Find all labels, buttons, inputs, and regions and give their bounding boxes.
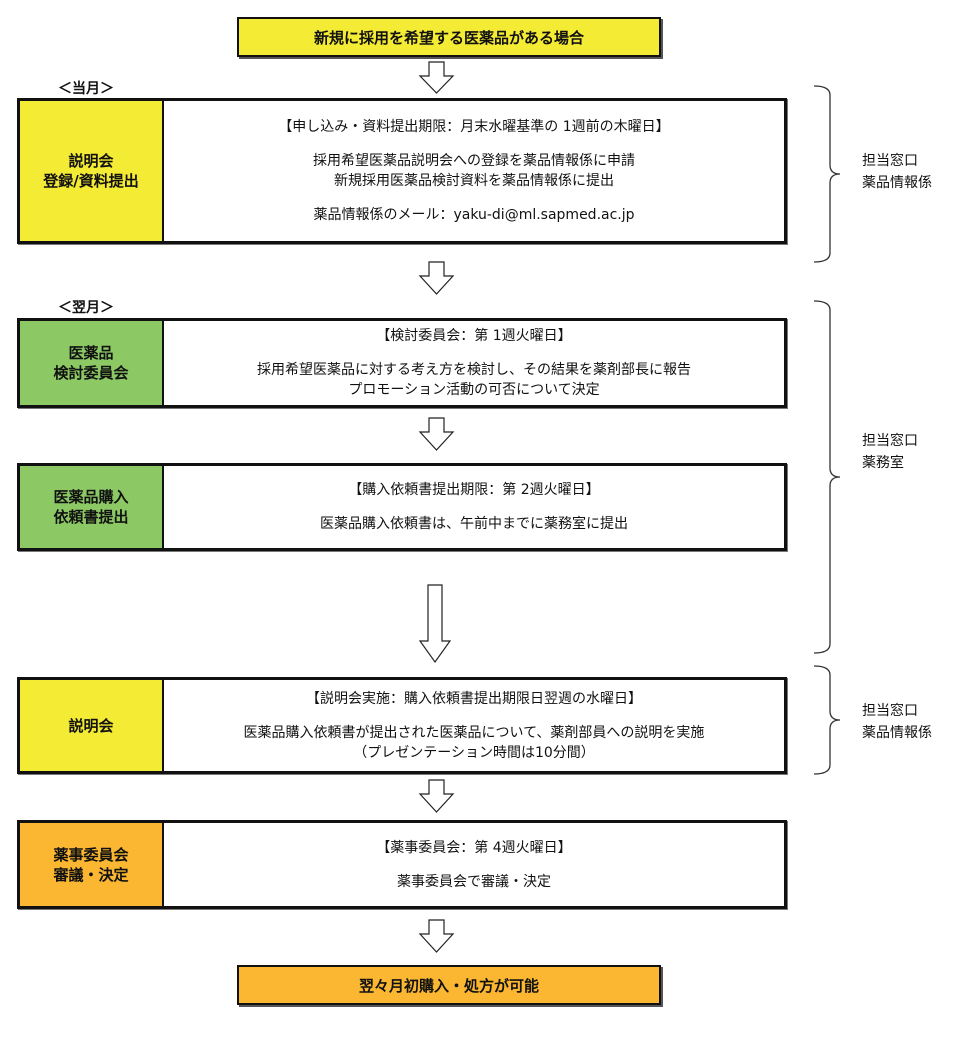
- step-line: プロモーション活動の可否について決定: [348, 382, 600, 398]
- down-arrow-icon: [418, 417, 455, 451]
- step-heading: 【検討委員会：第 1週火曜日】: [376, 328, 572, 344]
- step-body: 【購入依頼書提出期限：第 2週火曜日】 医薬品購入依頼書は、午前中までに薬務室に…: [164, 466, 784, 548]
- step-body: 【申し込み・資料提出期限：月末水曜基準の 1週前の木曜日】 採用希望医薬品説明会…: [164, 101, 784, 241]
- step-label-line: 医薬品購入: [53, 488, 129, 506]
- right-brace-icon: [813, 665, 841, 775]
- step-label-line: 説明会: [68, 152, 114, 170]
- contact-label-1: 担当窓口 薬品情報係: [862, 150, 932, 194]
- step-body: 【説明会実施：購入依頼書提出期限日翌週の水曜日】 医薬品購入依頼書が提出された医…: [164, 680, 784, 771]
- step-body: 【検討委員会：第 1週火曜日】 採用希望医薬品に対する考え方を検討し、その結果を…: [164, 321, 784, 405]
- contact-name: 薬品情報係: [862, 175, 932, 191]
- down-arrow-icon: [418, 61, 455, 94]
- step-label-line: 検討委員会: [53, 364, 129, 382]
- step-label: 医薬品購入 依頼書提出: [20, 466, 164, 548]
- long-down-arrow-icon: [418, 584, 452, 664]
- step-purchase-request: 医薬品購入 依頼書提出 【購入依頼書提出期限：第 2週火曜日】 医薬品購入依頼書…: [17, 463, 787, 551]
- step-line: 採用希望医薬品に対する考え方を検討し、その結果を薬剤部長に報告: [257, 362, 691, 378]
- step-label-line: 登録/資料提出: [43, 172, 139, 190]
- down-arrow-icon: [418, 919, 455, 953]
- start-text: 新規に採用を希望する医薬品がある場合: [313, 28, 584, 47]
- step-registration: 説明会 登録/資料提出 【申し込み・資料提出期限：月末水曜基準の 1週前の木曜日…: [17, 98, 787, 244]
- step-line: 新規採用医薬品検討資料を薬品情報係に提出: [334, 173, 614, 189]
- step-line: 採用希望医薬品説明会への登録を薬品情報係に申請: [313, 153, 635, 169]
- step-label: 医薬品 検討委員会: [20, 321, 164, 405]
- step-heading: 【申し込み・資料提出期限：月末水曜基準の 1週前の木曜日】: [278, 119, 670, 135]
- step-line: 医薬品購入依頼書は、午前中までに薬務室に提出: [320, 516, 628, 532]
- contact-line: 担当窓口: [862, 703, 918, 719]
- start-box: 新規に採用を希望する医薬品がある場合: [237, 17, 661, 57]
- step-pharmacy-committee: 薬事委員会 審議・決定 【薬事委員会：第 4週火曜日】 薬事委員会で審議・決定: [17, 820, 787, 909]
- step-label-line: 薬事委員会: [53, 845, 129, 864]
- step-label-line: 審議・決定: [53, 865, 129, 884]
- step-line: 医薬品購入依頼書が提出された医薬品について、薬剤部員への説明を実施: [243, 724, 705, 741]
- step-label: 説明会: [20, 680, 164, 771]
- contact-name: 薬務室: [862, 455, 904, 471]
- step-label: 薬事委員会 審議・決定: [20, 823, 164, 906]
- month-label-current: ＜当月＞: [58, 81, 114, 97]
- contact-name: 薬品情報係: [862, 725, 932, 741]
- step-label-line: 医薬品: [68, 344, 114, 362]
- contact-email: 薬品情報係のメール：yaku-di@ml.sapmed.ac.jp: [313, 207, 635, 223]
- step-label-line: 説明会: [68, 716, 114, 735]
- step-heading: 【購入依頼書提出期限：第 2週火曜日】: [348, 482, 600, 498]
- step-heading: 【説明会実施：購入依頼書提出期限日翌週の水曜日】: [306, 690, 642, 707]
- month-label-next: ＜翌月＞: [58, 300, 114, 316]
- right-brace-icon: [813, 300, 841, 654]
- end-text: 翌々月初購入・処方が可能: [358, 976, 539, 995]
- step-line: 薬事委員会で審議・決定: [397, 873, 551, 890]
- step-heading: 【薬事委員会：第 4週火曜日】: [376, 839, 572, 856]
- step-label: 説明会 登録/資料提出: [20, 101, 164, 241]
- contact-label-2: 担当窓口 薬務室: [862, 430, 918, 474]
- step-line: （プレゼンテーション時間は10分間）: [353, 744, 595, 761]
- contact-line: 担当窓口: [862, 433, 918, 449]
- down-arrow-icon: [418, 779, 455, 813]
- step-review-committee: 医薬品 検討委員会 【検討委員会：第 1週火曜日】 採用希望医薬品に対する考え方…: [17, 318, 787, 408]
- step-presentation: 説明会 【説明会実施：購入依頼書提出期限日翌週の水曜日】 医薬品購入依頼書が提出…: [17, 677, 787, 774]
- contact-label-3: 担当窓口 薬品情報係: [862, 700, 932, 744]
- down-arrow-icon: [418, 261, 455, 295]
- end-box: 翌々月初購入・処方が可能: [237, 965, 661, 1005]
- step-label-line: 依頼書提出: [53, 508, 129, 526]
- step-body: 【薬事委員会：第 4週火曜日】 薬事委員会で審議・決定: [164, 823, 784, 906]
- contact-line: 担当窓口: [862, 153, 918, 169]
- right-brace-icon: [813, 85, 841, 263]
